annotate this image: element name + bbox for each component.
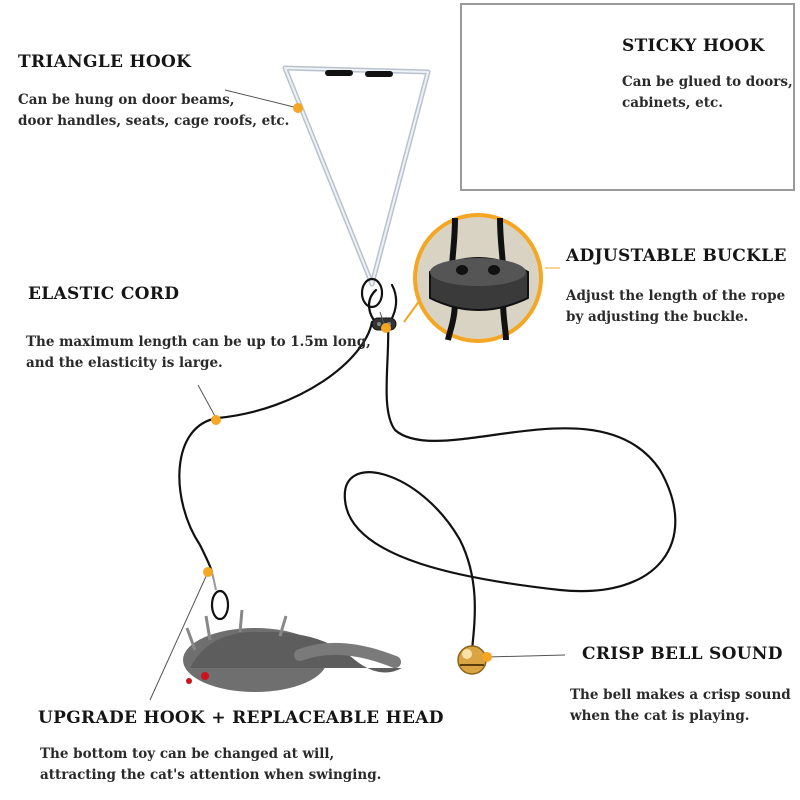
triangle-hook-title: TRIANGLE HOOK — [18, 52, 192, 72]
bell-icon — [457, 645, 487, 675]
crisp-bell-desc: The bell makes a crisp sound when the ca… — [570, 685, 791, 727]
desc-line: cabinets, etc. — [622, 95, 723, 111]
elastic-cord-title: ELASTIC CORD — [28, 284, 180, 304]
desc-line: Can be hung on door beams, — [18, 92, 235, 108]
elastic-cord-desc: The maximum length can be up to 1.5m lon… — [26, 332, 371, 374]
sticky-hook-title: STICKY HOOK — [622, 36, 765, 56]
desc-line: door handles, seats, cage roofs, etc. — [18, 113, 290, 129]
desc-line: Can be glued to doors, — [622, 74, 793, 90]
desc-line: The bottom toy can be changed at will, — [40, 746, 335, 762]
desc-line: attracting the cat's attention when swin… — [40, 767, 382, 783]
leader-lines — [149, 89, 566, 701]
desc-line: by adjusting the buckle. — [566, 309, 749, 325]
crisp-bell-title: CRISP BELL SOUND — [582, 644, 783, 664]
buckle-icon — [403, 213, 543, 343]
adjustable-buckle-desc: Adjust the length of the rope by adjusti… — [566, 286, 785, 328]
desc-line: The maximum length can be up to 1.5m lon… — [26, 334, 371, 350]
sticky-hook-desc: Can be glued to doors, cabinets, etc. — [622, 72, 793, 114]
triangle-hook-icon — [282, 65, 431, 309]
desc-line: and the elasticity is large. — [26, 355, 223, 371]
adjustable-buckle-title: ADJUSTABLE BUCKLE — [566, 246, 787, 266]
desc-line: The bell makes a crisp sound — [570, 687, 791, 703]
upgrade-hook-desc: The bottom toy can be changed at will, a… — [40, 744, 381, 786]
upgrade-hook-title: UPGRADE HOOK + REPLACEABLE HEAD — [38, 708, 444, 728]
mouse-toy-icon — [183, 571, 402, 692]
sticky-hook-inset — [460, 3, 795, 191]
desc-line: when the cat is playing. — [570, 708, 750, 724]
desc-line: Adjust the length of the rope — [566, 288, 786, 304]
triangle-hook-desc: Can be hung on door beams, door handles,… — [18, 90, 289, 132]
